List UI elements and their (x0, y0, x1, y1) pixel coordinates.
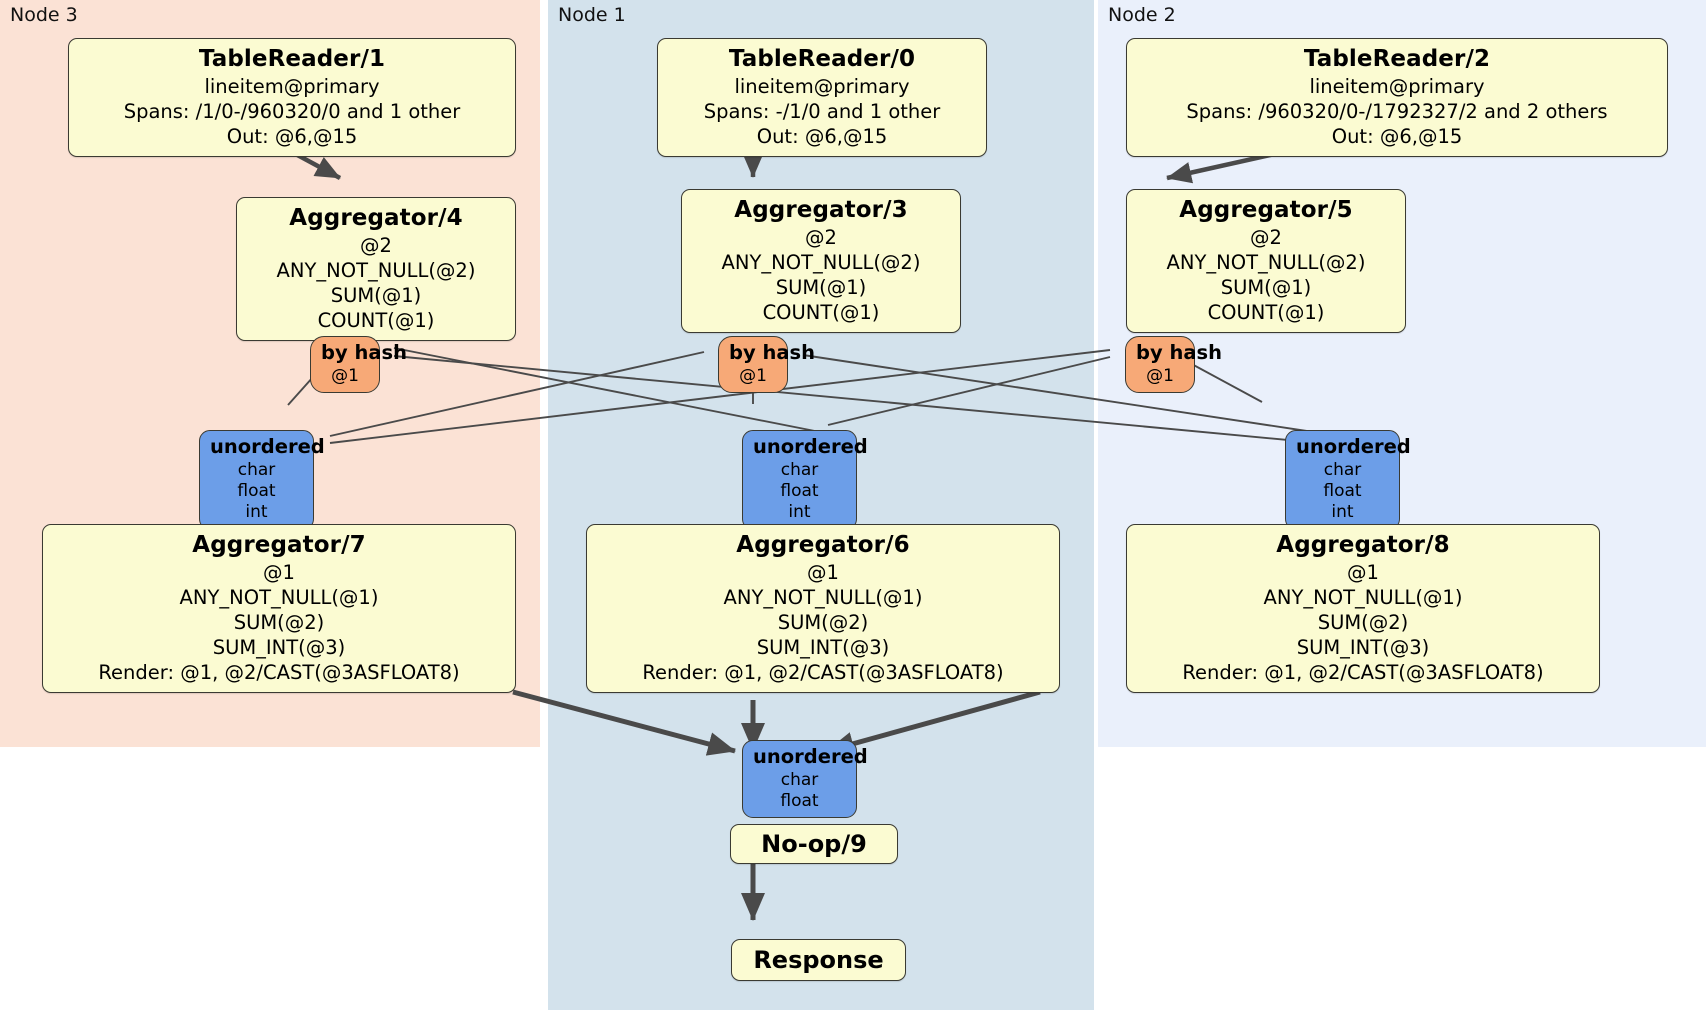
processor-title: Aggregator/8 (1276, 532, 1450, 558)
router-line: float (1323, 480, 1362, 501)
processor-title: Response (753, 946, 884, 974)
processor-line: Render: @1, @2/CAST(@3ASFLOAT8) (1182, 661, 1544, 685)
processor-line: SUM(@1) (775, 276, 867, 300)
node-panel-label-node2: Node 2 (1108, 4, 1176, 26)
processor-box-aggregator-8[interactable]: Aggregator/8 @1 ANY_NOT_NULL(@1) SUM(@2)… (1126, 524, 1600, 694)
processor-box-tablereader-1[interactable]: TableReader/1 lineitem@primary Spans: /1… (68, 38, 516, 158)
processor-line: SUM_INT(@3) (1296, 636, 1430, 660)
processor-title: Aggregator/6 (736, 532, 910, 558)
processor-box-response[interactable]: Response (731, 939, 906, 981)
router-title: unordered (753, 435, 868, 458)
processor-line: Spans: -/1/0 and 1 other (703, 99, 941, 123)
node-panel-label-node3: Node 3 (10, 4, 78, 26)
processor-line: COUNT(@1) (1207, 301, 1325, 325)
processor-title: TableReader/1 (198, 46, 386, 72)
processor-line: SUM(@1) (330, 284, 422, 308)
processor-line: @1 (1347, 560, 1379, 584)
processor-line: SUM(@1) (1220, 276, 1312, 300)
processor-line: Out: @6,@15 (756, 125, 888, 149)
processor-box-noop-9[interactable]: No-op/9 (730, 824, 898, 864)
router-by-hash-right[interactable]: by hash @1 (1125, 336, 1222, 393)
router-line: char (780, 459, 819, 480)
router-title: by hash (1136, 341, 1222, 364)
processor-title: Aggregator/3 (734, 197, 908, 223)
processor-line: lineitem@primary (734, 74, 910, 98)
router-line: @1 (1146, 365, 1174, 386)
router-title: unordered (753, 745, 868, 768)
router-line: char (1323, 459, 1362, 480)
processor-line: SUM_INT(@3) (756, 636, 890, 660)
processor-line: Render: @1, @2/CAST(@3ASFLOAT8) (98, 661, 460, 685)
processor-line: @2 (805, 225, 837, 249)
processor-title: Aggregator/4 (289, 205, 463, 231)
router-line: int (1331, 502, 1354, 523)
processor-line: @2 (360, 233, 392, 257)
processor-line: Out: @6,@15 (226, 125, 358, 149)
router-title: by hash (321, 341, 407, 364)
processor-line: @1 (263, 560, 295, 584)
router-title: unordered (1296, 435, 1411, 458)
processor-box-aggregator-4[interactable]: Aggregator/4 @2 ANY_NOT_NULL(@2) SUM(@1)… (236, 197, 516, 342)
router-line: char (237, 459, 276, 480)
router-title: unordered (210, 435, 325, 458)
processor-line: Out: @6,@15 (1331, 125, 1463, 149)
router-line: @1 (331, 365, 359, 386)
router-line: int (788, 502, 811, 523)
processor-line: Render: @1, @2/CAST(@3ASFLOAT8) (642, 661, 1004, 685)
router-by-hash-center[interactable]: by hash @1 (718, 336, 815, 393)
processor-box-aggregator-7[interactable]: Aggregator/7 @1 ANY_NOT_NULL(@1) SUM(@2)… (42, 524, 516, 694)
router-line: char (780, 769, 819, 790)
processor-box-tablereader-0[interactable]: TableReader/0 lineitem@primary Spans: -/… (657, 38, 987, 158)
router-unordered-center[interactable]: unordered char float int (742, 430, 868, 530)
processor-title: Aggregator/7 (192, 532, 366, 558)
router-line: int (245, 502, 268, 523)
processor-line: ANY_NOT_NULL(@1) (723, 585, 923, 609)
processor-box-aggregator-3[interactable]: Aggregator/3 @2 ANY_NOT_NULL(@2) SUM(@1)… (681, 189, 961, 334)
processor-line: SUM(@2) (777, 611, 869, 635)
node-panel-label-node1: Node 1 (558, 4, 626, 26)
processor-box-tablereader-2[interactable]: TableReader/2 lineitem@primary Spans: /9… (1126, 38, 1668, 158)
processor-line: ANY_NOT_NULL(@1) (1263, 585, 1463, 609)
processor-line: ANY_NOT_NULL(@2) (276, 258, 476, 282)
processor-line: ANY_NOT_NULL(@2) (721, 250, 921, 274)
processor-line: lineitem@primary (1309, 74, 1485, 98)
router-unordered-final[interactable]: unordered char float (742, 740, 868, 819)
processor-line: lineitem@primary (204, 74, 380, 98)
processor-line: SUM(@2) (1317, 611, 1409, 635)
processor-line: @1 (807, 560, 839, 584)
router-unordered-right[interactable]: unordered char float int (1285, 430, 1411, 530)
processor-line: Spans: /1/0-/960320/0 and 1 other (123, 99, 461, 123)
processor-line: ANY_NOT_NULL(@2) (1166, 250, 1366, 274)
processor-box-aggregator-5[interactable]: Aggregator/5 @2 ANY_NOT_NULL(@2) SUM(@1)… (1126, 189, 1406, 334)
router-line: float (780, 480, 819, 501)
processor-title: No-op/9 (761, 830, 867, 858)
router-unordered-left[interactable]: unordered char float int (199, 430, 325, 530)
processor-title: TableReader/2 (1303, 46, 1491, 72)
router-line: float (780, 790, 819, 811)
processor-line: COUNT(@1) (762, 301, 880, 325)
processor-line: @2 (1250, 225, 1282, 249)
processor-line: Spans: /960320/0-/1792327/2 and 2 others (1186, 99, 1608, 123)
router-line: float (237, 480, 276, 501)
processor-line: SUM(@2) (233, 611, 325, 635)
router-title: by hash (729, 341, 815, 364)
processor-line: ANY_NOT_NULL(@1) (179, 585, 379, 609)
processor-title: Aggregator/5 (1179, 197, 1353, 223)
router-line: @1 (739, 365, 767, 386)
processor-box-aggregator-6[interactable]: Aggregator/6 @1 ANY_NOT_NULL(@1) SUM(@2)… (586, 524, 1060, 694)
processor-line: COUNT(@1) (317, 309, 435, 333)
router-by-hash-left[interactable]: by hash @1 (310, 336, 407, 393)
processor-title: TableReader/0 (728, 46, 916, 72)
processor-line: SUM_INT(@3) (212, 636, 346, 660)
